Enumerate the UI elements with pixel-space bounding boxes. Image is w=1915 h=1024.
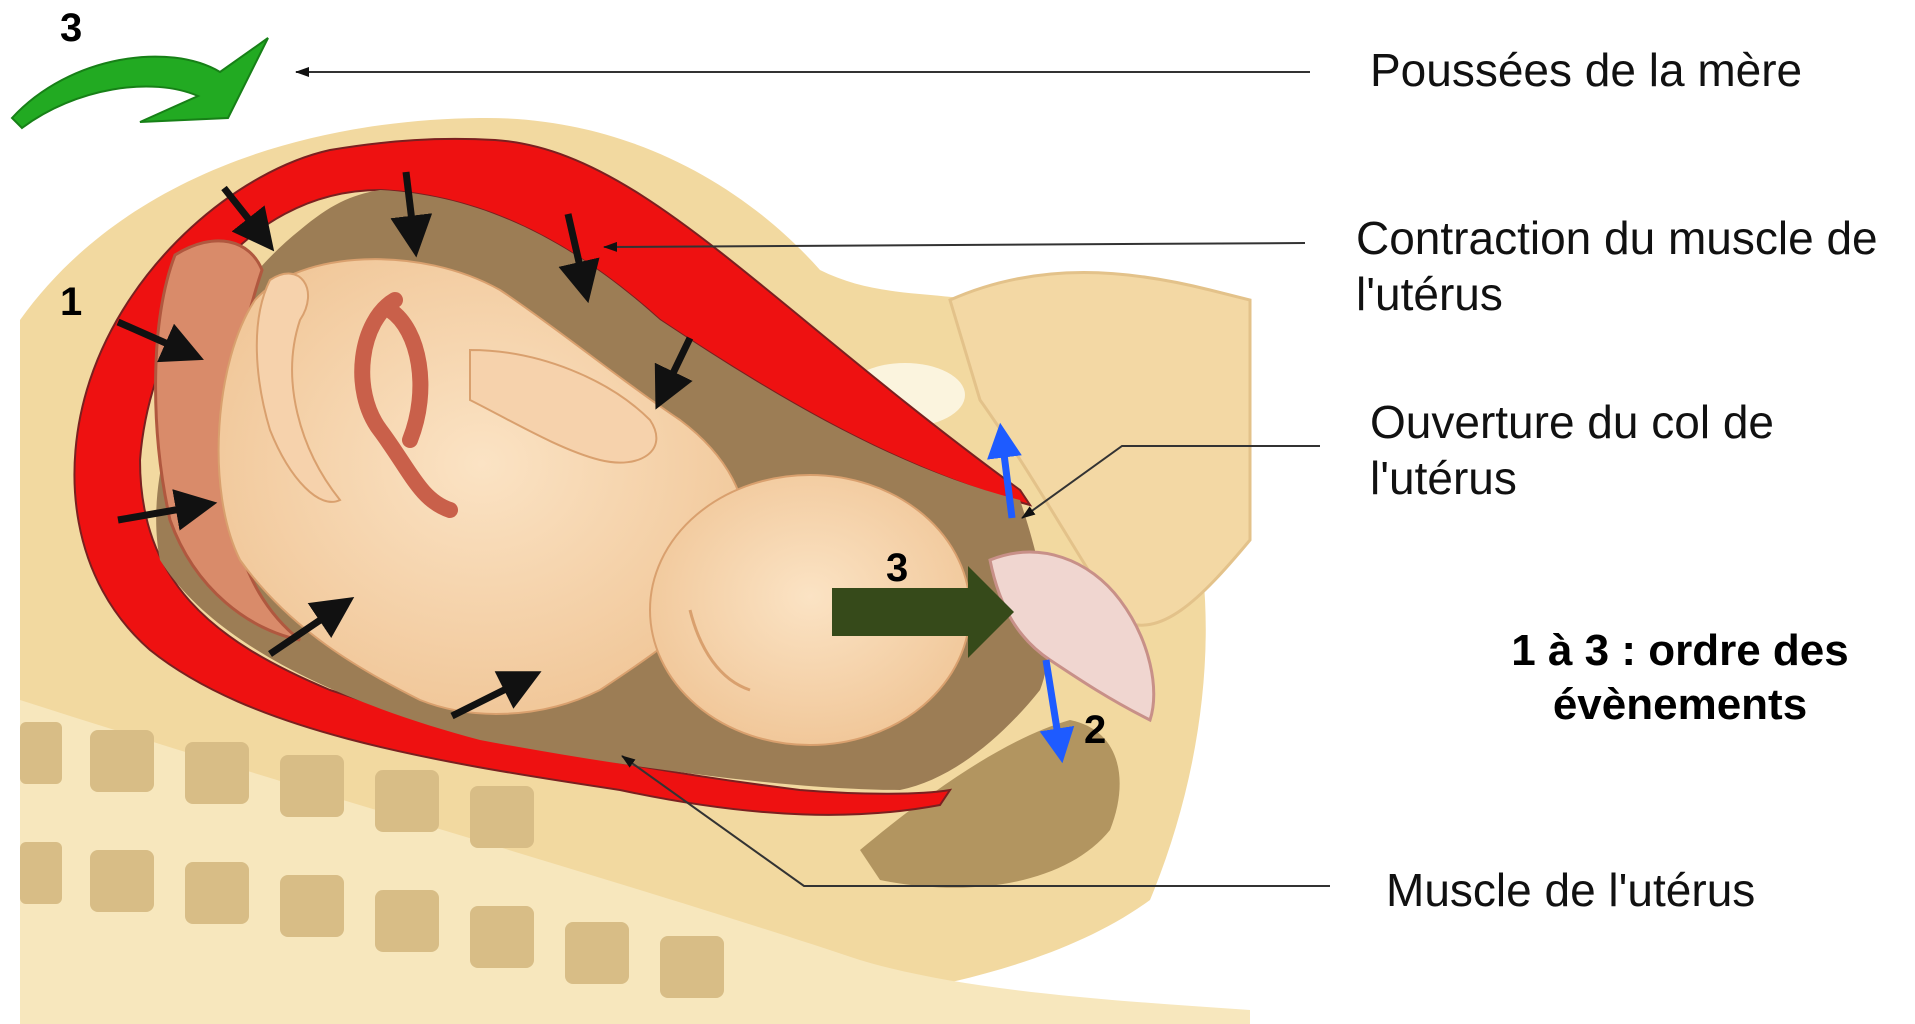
label-contraction-line1: Contraction du muscle de: [1356, 210, 1878, 266]
vertebra: [90, 850, 154, 912]
vertebra: [660, 936, 724, 998]
vertebra: [470, 786, 534, 848]
vertebra: [565, 922, 629, 984]
step-number-cervix: 2: [1084, 708, 1106, 753]
label-muscle: Muscle de l'utérus: [1386, 862, 1755, 918]
vertebra: [90, 730, 154, 792]
step-number-expulsion: 3: [886, 546, 908, 591]
order-legend-line1: 1 à 3 : ordre des: [1470, 624, 1890, 678]
vertebra: [185, 862, 249, 924]
label-pushes: Poussées de la mère: [1370, 42, 1802, 98]
step-number-pushes: 3: [60, 6, 82, 51]
label-cervix-line1: Ouverture du col de: [1370, 394, 1774, 450]
vertebra: [20, 722, 62, 784]
vertebra: [280, 875, 344, 937]
vertebra: [375, 890, 439, 952]
vertebra: [375, 770, 439, 832]
pushes-arrow: [12, 38, 268, 128]
order-legend-line2: évènements: [1470, 678, 1890, 732]
vertebra: [280, 755, 344, 817]
vertebra: [185, 742, 249, 804]
vertebra: [20, 842, 62, 904]
step-number-contraction: 1: [60, 280, 82, 325]
label-cervix-line2: l'utérus: [1370, 450, 1517, 506]
label-contraction-line2: l'utérus: [1356, 266, 1503, 322]
order-legend: 1 à 3 : ordre des évènements: [1470, 624, 1890, 732]
vertebra: [470, 906, 534, 968]
